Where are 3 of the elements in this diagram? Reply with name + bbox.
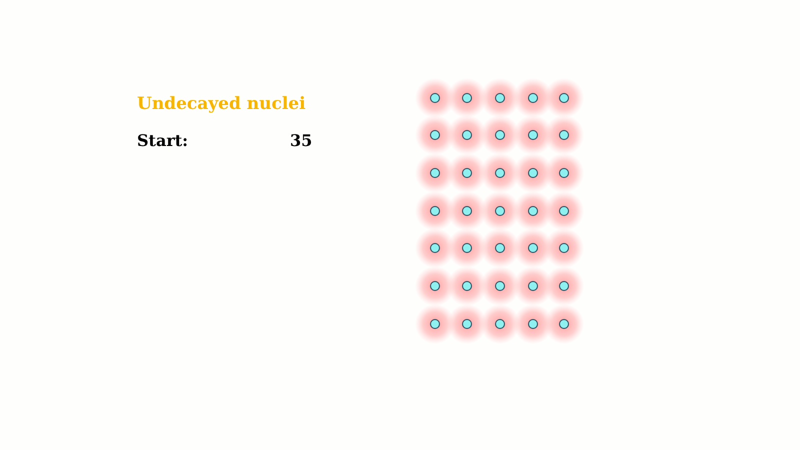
heading: Undecayed nuclei bbox=[137, 94, 306, 114]
counter-label: Start: bbox=[137, 131, 188, 150]
counter-value: 35 bbox=[290, 131, 312, 150]
